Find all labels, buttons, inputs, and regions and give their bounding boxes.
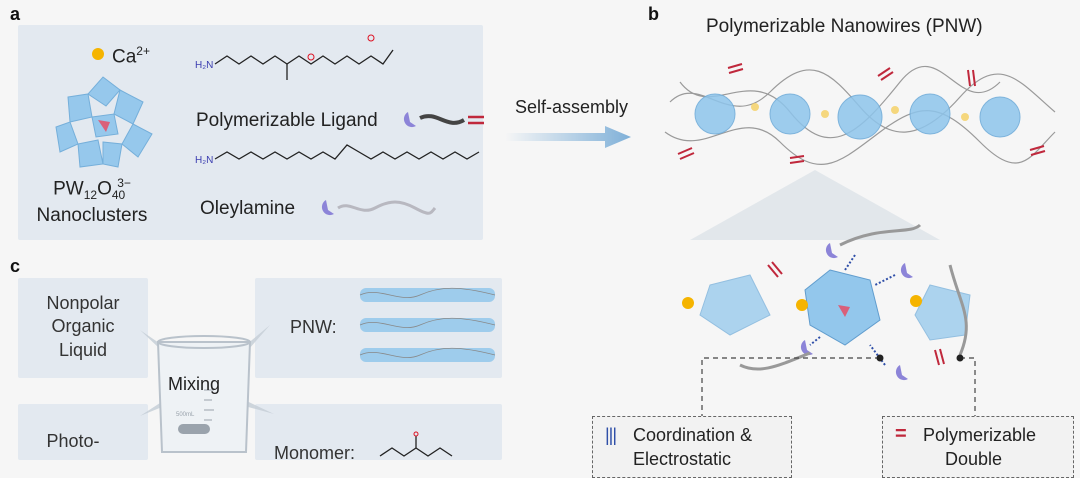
photo-box bbox=[18, 404, 148, 460]
beaker-volume-mark: 500mL bbox=[176, 412, 195, 418]
nanocluster-icon bbox=[55, 76, 153, 168]
monomer-structure bbox=[379, 431, 453, 457]
callout-lines bbox=[701, 354, 976, 416]
oleylamine-label: Oleylamine bbox=[200, 198, 296, 219]
liquid-label: Nonpolar Organic Liquid bbox=[46, 293, 120, 360]
double-bond-legend-text-1: Polymerizable bbox=[923, 425, 1037, 445]
zoomed-cluster-illustration bbox=[682, 223, 971, 381]
oleylamine-icon bbox=[321, 200, 437, 216]
legend-double-bond-box: = Polymerizable Double bbox=[882, 416, 1074, 478]
amine-label-2: H₂N bbox=[195, 155, 213, 166]
oleylamine-structure: H₂N bbox=[195, 144, 480, 166]
ligand-structure: H₂N bbox=[195, 34, 394, 80]
panel-b-title: Polymerizable Nanowires (PNW) bbox=[706, 16, 983, 37]
self-assembly-arrow-icon bbox=[505, 126, 631, 148]
monomer-box bbox=[255, 404, 502, 460]
coordination-legend-icon: ||| bbox=[605, 425, 617, 445]
calcium-charge: 2+ bbox=[136, 44, 150, 58]
ligand-icon bbox=[403, 112, 484, 128]
self-assembly-label: Self-assembly bbox=[515, 97, 629, 117]
calcium-symbol: Ca bbox=[112, 46, 137, 68]
ligand-label: Polymerizable Ligand bbox=[196, 110, 378, 131]
legend-coordination-box: ||| Coordination & Electrostatic bbox=[592, 416, 792, 478]
calcium-label: Ca2+ bbox=[112, 44, 150, 68]
zoom-cone bbox=[690, 170, 940, 240]
cluster-formula: PW12O403− bbox=[53, 176, 131, 203]
panel-c-letter: c bbox=[10, 256, 21, 276]
nanowire-illustration bbox=[664, 63, 1056, 165]
panel-a-letter: a bbox=[10, 4, 21, 24]
beaker-icon: 500mL bbox=[140, 325, 274, 453]
double-bond-legend-icon: = bbox=[895, 423, 907, 445]
pnw-wires-icon bbox=[359, 287, 496, 362]
coordination-legend-text-1: Coordination & bbox=[633, 425, 753, 445]
liquid-box bbox=[18, 278, 148, 378]
cluster-label: PW12O403− Nanoclusters bbox=[22, 176, 162, 228]
monomer-label: Monomer: bbox=[274, 443, 356, 463]
pnw-label: PNW: bbox=[290, 317, 337, 337]
mixing-label: Mixing bbox=[168, 374, 221, 394]
panel-b-letter: b bbox=[648, 4, 659, 24]
calcium-ion-icon bbox=[92, 48, 104, 60]
amine-label: H₂N bbox=[195, 60, 213, 71]
photo-label: Photo- bbox=[46, 431, 100, 451]
cluster-name: Nanoclusters bbox=[36, 204, 148, 226]
